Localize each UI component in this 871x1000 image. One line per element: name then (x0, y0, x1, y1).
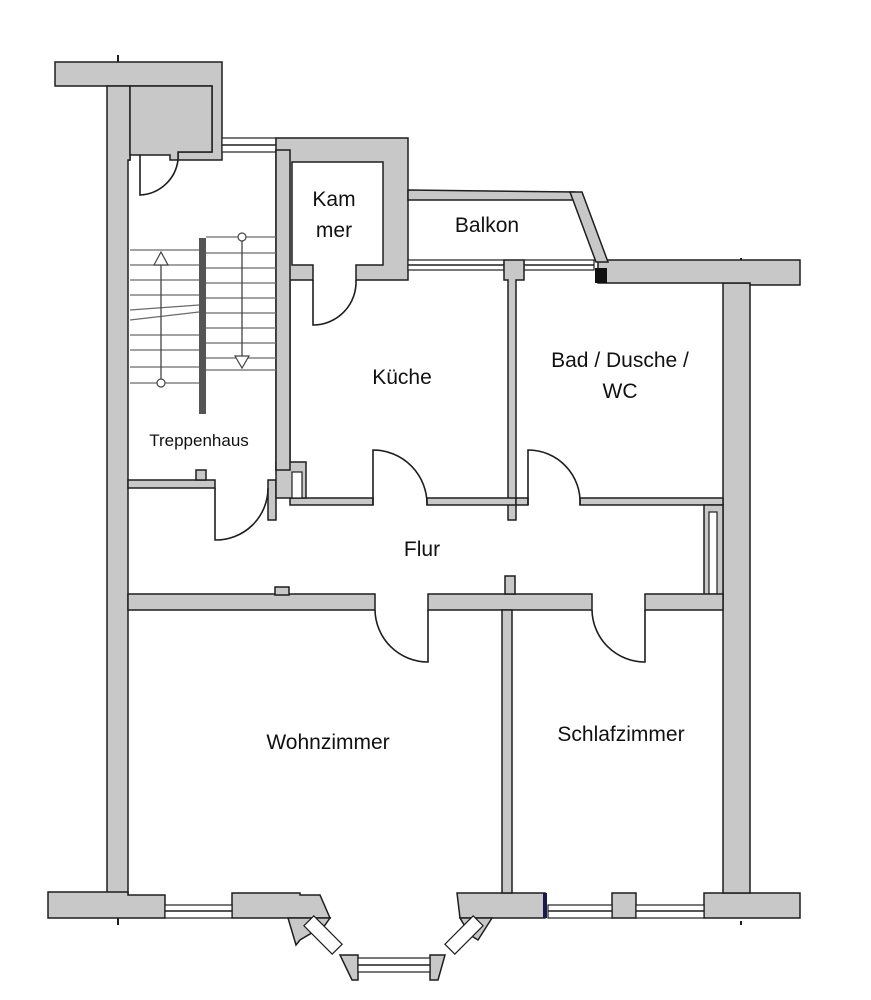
stair-arrow-left (152, 250, 170, 388)
stair-treads-left (129, 249, 200, 384)
stair-closet (129, 85, 277, 196)
exterior-walls (47, 61, 801, 981)
wall-treppenhaus-right (275, 149, 291, 471)
door-swing-treppenhaus (214, 487, 269, 541)
wall-bad-bottom-left (515, 497, 529, 506)
windows-bottom (164, 893, 705, 973)
wall-balkon-top (407, 189, 584, 201)
wall-bay-right-lower (429, 954, 446, 981)
door-swings (214, 449, 646, 663)
wall-left-outer (106, 85, 131, 896)
balkon-corner-post (595, 268, 607, 283)
stub-inner (291, 471, 303, 499)
wall-treppenhaus-bottom (127, 479, 216, 489)
wall-kueche-bottom (289, 497, 374, 506)
label-bad-line2: WC (603, 380, 638, 403)
staircase (129, 232, 276, 414)
stair-arrow-right (233, 232, 251, 370)
label-bad-line1: Bad / Dusche / (551, 349, 689, 372)
wall-balkon-right (568, 191, 610, 263)
door-swing-kueche (372, 449, 428, 506)
door-swing-schlafzimmer (591, 609, 646, 663)
axis-lines (117, 55, 742, 925)
wall-flur-nib (274, 586, 290, 596)
wall-bay-left-lower (338, 954, 359, 981)
wall-flur-bottom-right (644, 593, 724, 611)
label-kueche: Küche (372, 366, 432, 389)
door-swing-closet (139, 155, 179, 196)
wall-bottom-schlaf-pier (611, 892, 637, 919)
door-swing-kammer (312, 279, 357, 326)
window-bay-left (303, 915, 343, 955)
wall-bottom-right (703, 892, 801, 919)
label-schlafzimmer: Schlafzimmer (557, 723, 684, 746)
wall-bottom-mid-left (231, 892, 332, 919)
stair-treads-right (206, 236, 276, 371)
window-bay-right (444, 915, 484, 955)
label-wohnzimmer: Wohnzimmer (266, 731, 389, 754)
wall-flur-nib-2 (504, 575, 516, 595)
shaft-inner (708, 511, 718, 595)
label-kammer-line1: Kam (312, 188, 355, 211)
label-treppenhaus: Treppenhaus (149, 431, 249, 450)
interior-walls (127, 149, 724, 894)
balkon-walls (407, 189, 610, 283)
wall-treppenhaus-bottom-right (267, 479, 277, 521)
wall-kueche-bottom-right (426, 497, 517, 506)
window-jamb-marker (543, 893, 547, 918)
stair-center-rail (199, 238, 206, 414)
door-swing-wohnzimmer (374, 609, 429, 663)
door-swing-bad (527, 449, 581, 506)
wall-closet (129, 85, 213, 161)
label-kammer-line2: mer (316, 219, 352, 242)
wall-right-outer (722, 282, 751, 894)
wall-bottom-mid-right (456, 892, 546, 919)
wall-flur-bottom-mid (427, 593, 593, 611)
wall-top-right-cap (597, 259, 801, 286)
room-labels: Kam mer Balkon Küche Bad / Dusche / WC T… (149, 188, 689, 754)
label-balkon: Balkon (455, 214, 519, 237)
wall-kueche-bad (503, 259, 525, 521)
wall-stub-a (195, 469, 207, 481)
wall-bad-bottom (579, 497, 724, 506)
label-flur: Flur (404, 538, 440, 561)
wall-bottom-left (47, 891, 166, 919)
wall-wohn-schlaf (501, 609, 513, 894)
wall-flur-bottom-left (127, 593, 376, 611)
